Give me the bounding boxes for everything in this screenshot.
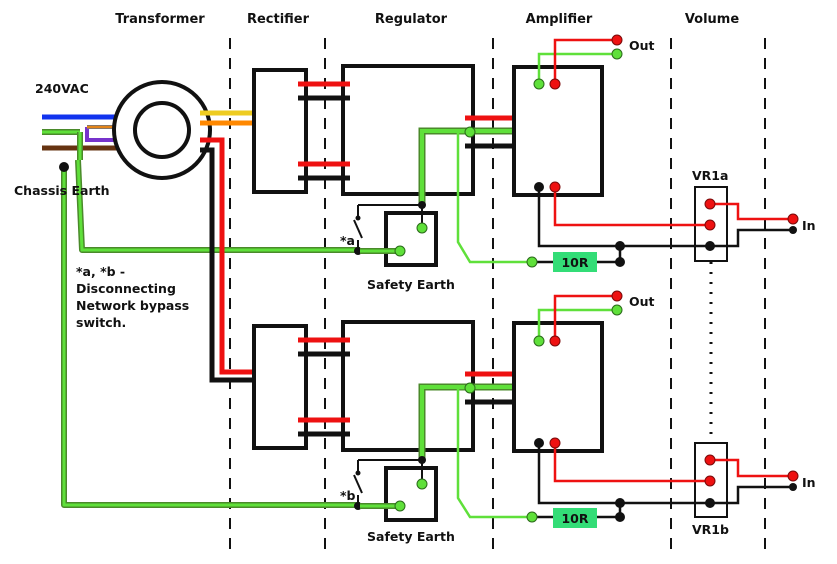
- safety-earth-node-bottom: [394, 500, 406, 512]
- safety-earth-box-bottom: [384, 466, 438, 522]
- chassis-earth-node: [59, 162, 69, 172]
- chassis-earth-wiring: [61, 159, 360, 508]
- secondary-wires: [200, 110, 262, 383]
- rectifier-top: [252, 68, 308, 194]
- header-amplifier: Amplifier: [526, 12, 593, 27]
- safety-earth-box-top: [384, 211, 438, 267]
- pot-label-bottom: VR1b: [692, 522, 729, 537]
- out-label-top: Out: [629, 38, 655, 53]
- resistor-label-bottom: 10R: [561, 511, 588, 526]
- safety-earth-label-bottom: Safety Earth: [367, 529, 455, 544]
- resistor-label-top: 10R: [561, 255, 588, 270]
- header-regulator: Regulator: [375, 12, 448, 27]
- amp-input-wiring-bottom: [532, 443, 793, 519]
- resistor-10r-top: [553, 252, 597, 272]
- mains-label: 240VAC: [35, 81, 89, 96]
- safety-earth-node-top: [394, 245, 406, 257]
- transformer-inner-ring: [133, 101, 191, 159]
- switch-a: [353, 205, 363, 250]
- note-line-2: Disconnecting: [76, 281, 176, 296]
- safety-earth-label-top: Safety Earth: [367, 277, 455, 292]
- switch-b-label: *b: [340, 488, 356, 503]
- pot-label-top: VR1a: [692, 168, 728, 183]
- amp-output-top: [537, 38, 617, 84]
- out-label-bottom: Out: [629, 294, 655, 309]
- note-line-1: *a, *b -: [76, 264, 125, 279]
- chassis-earth-label: Chassis Earth: [14, 183, 109, 198]
- header-volume: Volume: [685, 12, 740, 27]
- note-line-3: Network bypass: [76, 298, 189, 313]
- switch-a-label: *a: [340, 233, 355, 248]
- resistor-10r-bottom: [553, 508, 597, 528]
- amp-output-bottom: [537, 294, 617, 341]
- mains-input-wires: [42, 114, 120, 160]
- in-label-top: In: [802, 218, 816, 233]
- rectifier-bottom: [252, 324, 308, 450]
- note-line-4: switch.: [76, 315, 126, 330]
- header-rectifier: Rectifier: [247, 12, 310, 27]
- in-label-bottom: In: [802, 475, 816, 490]
- transformer: [112, 80, 212, 180]
- amp-input-wiring-top: [532, 187, 793, 264]
- rectifier-regulator-links: [298, 81, 350, 437]
- regulator-output-top: [358, 115, 532, 264]
- header-transformer: Transformer: [115, 12, 205, 27]
